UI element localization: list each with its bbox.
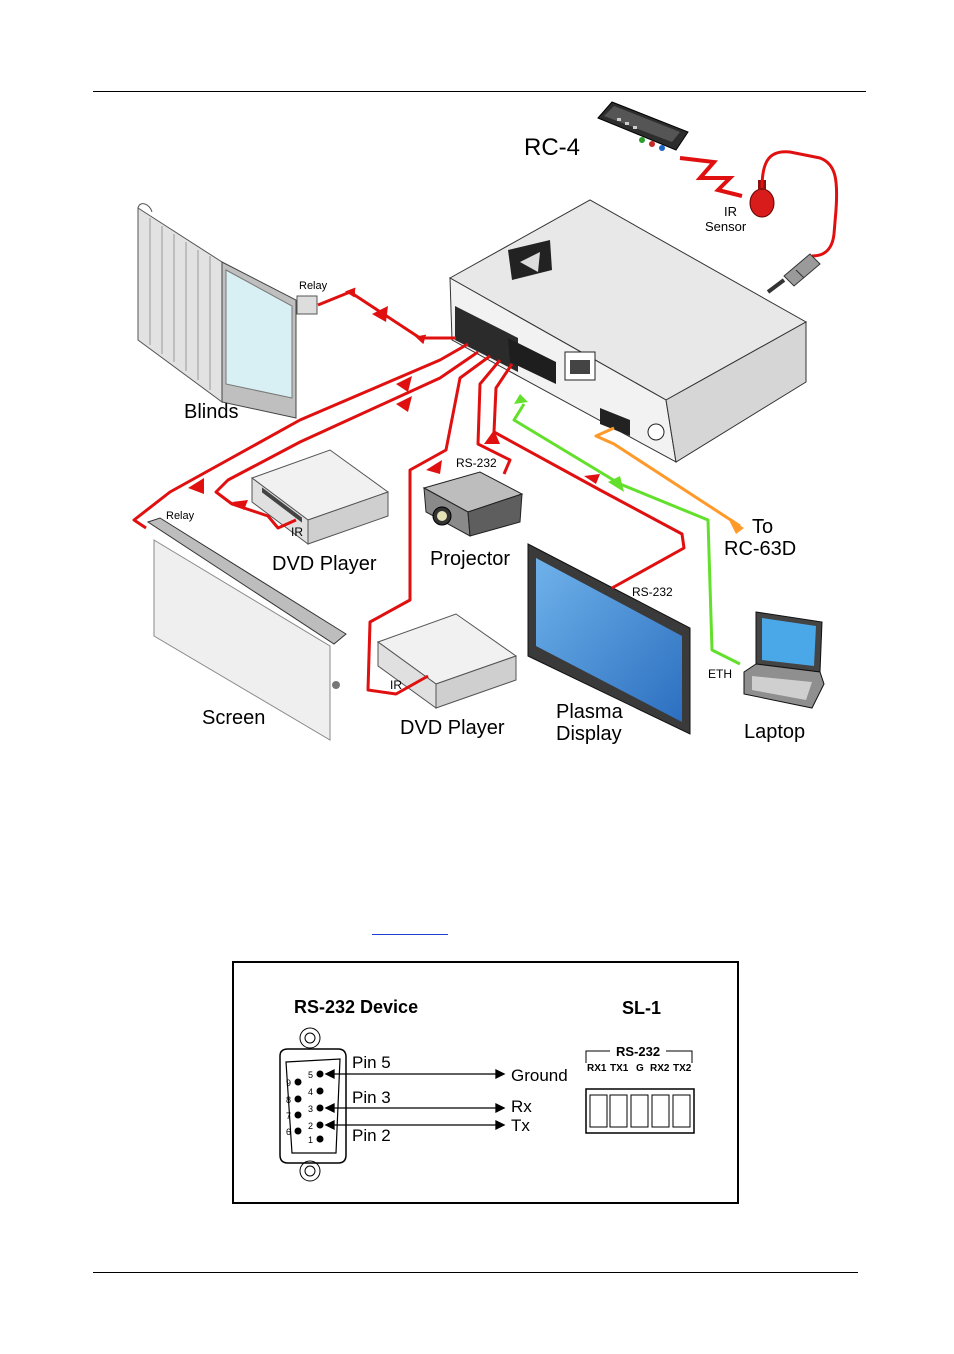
ir-beam xyxy=(679,156,743,198)
pin-num-9: 9 xyxy=(286,1078,291,1088)
dvd-player-1-icon xyxy=(250,449,390,545)
pin-num-5: 5 xyxy=(308,1070,313,1080)
dvd-player-2-icon xyxy=(376,613,518,709)
projector-icon xyxy=(422,471,524,537)
pinout-svg: RS-232 Device SL-1 5 4 3 2 xyxy=(279,997,695,1182)
plasma-label-2: Display xyxy=(556,723,622,745)
pin-numbers: 5 4 3 2 1 9 8 7 6 xyxy=(286,1070,313,1145)
cable-rs232-projector xyxy=(476,359,512,475)
remote-control-icon xyxy=(597,101,689,151)
pin2-label: Pin 2 xyxy=(352,1126,391,1145)
screen-label: Screen xyxy=(202,707,265,729)
terminal-label-tx1: TX1 xyxy=(610,1063,629,1074)
terminal-label-rx1: RX1 xyxy=(587,1063,607,1074)
cables xyxy=(132,287,741,696)
audio-jack-icon xyxy=(766,253,821,294)
pin5-label: Pin 5 xyxy=(352,1053,391,1072)
pin-num-6: 6 xyxy=(286,1127,291,1137)
projection-screen-icon xyxy=(146,517,347,741)
relay-box-top xyxy=(296,295,318,315)
connection-diagram: RC-4 IR Sensor xyxy=(132,101,839,745)
pin-connections xyxy=(324,1068,506,1131)
to-label-2: RC-63D xyxy=(724,538,796,560)
terminal-label-tx2: TX2 xyxy=(673,1063,692,1074)
device-title: RS-232 Device xyxy=(294,997,418,1017)
pin-num-7: 7 xyxy=(286,1111,291,1121)
sl1-title: SL-1 xyxy=(622,998,661,1018)
cable-relay-blinds xyxy=(317,287,456,345)
eth-label: ETH xyxy=(708,667,732,681)
sl1-unit-icon xyxy=(448,199,808,463)
cable-to-rc63d xyxy=(594,426,741,528)
ir-label-1: IR xyxy=(291,525,303,539)
laptop-icon xyxy=(743,611,825,709)
cable-ethernet-laptop xyxy=(512,403,741,666)
link-underline[interactable] xyxy=(372,934,448,935)
ir-sensor-label-2: Sensor xyxy=(705,219,747,234)
tx-label: Tx xyxy=(511,1116,530,1135)
ir-label-2: IR xyxy=(390,678,402,692)
pin-num-8: 8 xyxy=(286,1095,291,1105)
plasma-label-1: Plasma xyxy=(556,701,624,723)
cable-relay-screen xyxy=(132,342,469,530)
cable-ir-dvd2 xyxy=(366,354,491,696)
rs232-label-projector: RS-232 xyxy=(456,456,497,470)
pin-num-2: 2 xyxy=(308,1121,313,1131)
remote-label: RC-4 xyxy=(524,134,580,161)
relay-label-top: Relay xyxy=(299,280,328,292)
header-rule xyxy=(93,91,866,92)
cable-ir-dvd1 xyxy=(214,350,479,530)
dvd-player-label-2: DVD Player xyxy=(400,717,505,739)
plasma-display-icon xyxy=(527,543,691,735)
db9-connector-icon xyxy=(279,1027,347,1182)
ir-sensor-cable xyxy=(760,150,839,258)
ground-label: Ground xyxy=(511,1066,568,1085)
relay-label-screen: Relay xyxy=(166,510,195,522)
cable-arrows xyxy=(188,306,744,534)
ir-sensor-label-1: IR xyxy=(724,204,737,219)
to-label-1: To xyxy=(752,516,773,538)
rs232-header: RS-232 xyxy=(616,1044,660,1059)
blinds-icon xyxy=(137,203,297,419)
blinds-label: Blinds xyxy=(184,401,238,423)
rs232-pinout-diagram: RS-232 Device SL-1 5 4 3 2 xyxy=(232,961,739,1204)
sl1-terminal-block: RS-232 RX1 TX1 G RX2 TX2 xyxy=(585,1044,695,1134)
projector-label: Projector xyxy=(430,548,510,570)
dvd-player-label-1: DVD Player xyxy=(272,553,377,575)
pin-num-1: 1 xyxy=(308,1135,313,1145)
rs232-label-plasma: RS-232 xyxy=(632,585,673,599)
pin-num-4: 4 xyxy=(308,1087,313,1097)
pin-num-3: 3 xyxy=(308,1104,313,1114)
footer-rule xyxy=(93,1272,858,1273)
terminal-label-g: G xyxy=(636,1063,644,1074)
rx-label: Rx xyxy=(511,1097,532,1116)
pin3-label: Pin 3 xyxy=(352,1088,391,1107)
laptop-label: Laptop xyxy=(744,721,805,743)
terminal-label-rx2: RX2 xyxy=(650,1063,670,1074)
cable-rs232-plasma xyxy=(492,363,686,590)
